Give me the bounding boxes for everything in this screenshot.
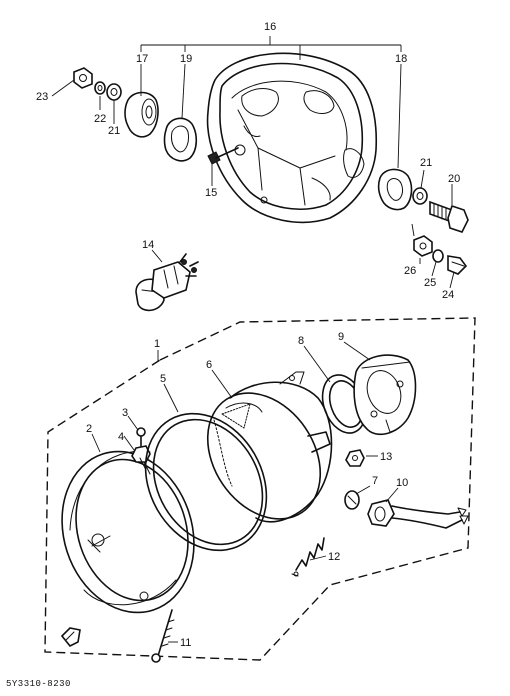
bulb-7 — [344, 490, 360, 510]
screw-11 — [151, 609, 175, 663]
grommet-17 — [124, 91, 159, 138]
bulb-14 — [135, 253, 199, 312]
callout-16: 16 — [264, 21, 276, 33]
front-arrow-symbol — [60, 627, 81, 648]
bolt-20 — [429, 200, 469, 233]
nut-23 — [73, 67, 93, 89]
grommet-18 — [377, 168, 413, 211]
callout-13: 13 — [380, 451, 392, 463]
washer-22 — [94, 81, 106, 95]
socket-10 — [367, 499, 469, 529]
callout-24: 24 — [442, 289, 454, 301]
callout-7: 7 — [372, 475, 378, 487]
callout-18: 18 — [395, 53, 407, 65]
grommet-13 — [345, 449, 365, 467]
callout-19: 19 — [180, 53, 192, 65]
callout-21-right: 21 — [420, 157, 432, 169]
callout-26: 26 — [404, 265, 416, 277]
callout-17: 17 — [136, 53, 148, 65]
drawing-code: 5Y3310-8230 — [6, 679, 71, 689]
callout-1: 1 — [154, 338, 160, 350]
callout-2: 2 — [86, 423, 92, 435]
callout-22: 22 — [94, 113, 106, 125]
callout-14: 14 — [142, 239, 154, 251]
washer-25 — [432, 249, 444, 263]
headlight-rim-2 — [61, 450, 195, 614]
callout-8: 8 — [298, 335, 304, 347]
callout-11: 11 — [180, 637, 191, 649]
washer-21-left — [106, 83, 122, 101]
headlight-housing — [206, 52, 378, 224]
lens-unit-6 — [206, 371, 333, 523]
callout-23: 23 — [36, 91, 48, 103]
screw-15 — [207, 147, 239, 165]
callout-20: 20 — [448, 173, 460, 185]
callout-12: 12 — [328, 551, 340, 563]
grommet-19 — [163, 117, 198, 162]
screw-3 — [136, 427, 146, 447]
callout-21-left: 21 — [108, 125, 120, 137]
callout-4: 4 — [118, 431, 124, 443]
socket-cover-9 — [353, 354, 417, 436]
rim-ring-5 — [144, 412, 268, 552]
callout-3: 3 — [122, 407, 128, 419]
callout-25: 25 — [424, 277, 436, 289]
callout-9: 9 — [338, 331, 344, 343]
spring-12 — [291, 537, 325, 577]
callout-10: 10 — [396, 477, 408, 489]
bolt-24 — [447, 255, 468, 275]
callout-numbers: 16 17 19 18 23 22 21 21 20 15 26 25 24 1… — [36, 21, 460, 649]
leader-lines — [51, 36, 455, 643]
washer-21-right — [412, 187, 428, 205]
callout-6: 6 — [206, 359, 212, 371]
callout-15: 15 — [205, 187, 217, 199]
nut-26 — [413, 235, 433, 257]
callout-5: 5 — [160, 373, 166, 385]
